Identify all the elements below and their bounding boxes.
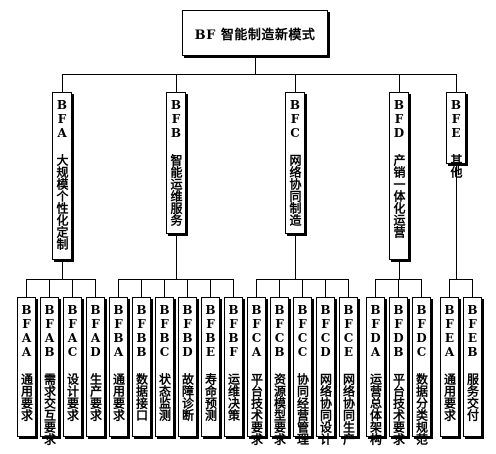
leaf-node: BFBD 故障诊断 (178, 297, 197, 437)
leaf-label: BFDC 数据分类规范 (414, 303, 429, 445)
leaf-label: BFBF 运维决策 (226, 303, 241, 421)
leaf-node: BFAD 生产要求 (86, 297, 105, 437)
leaf-label: BFDB 平台技术要求 (391, 303, 406, 445)
leaf-label: BFCE 网络协同生产 (341, 303, 356, 445)
leaf-label: BFEB 服务交付 (465, 303, 480, 421)
leaf-node: BFAC 设计要求 (63, 297, 82, 437)
connector-line (449, 279, 473, 280)
leaf-node: BFAA 通用要求 (17, 297, 36, 437)
connector-line (399, 74, 400, 92)
category-label: BFA 大规模个性化定制 (55, 98, 69, 250)
category-label: BFB 智能运维服务 (169, 98, 183, 226)
connector-line (164, 279, 165, 297)
category-label: BFE 其他 (449, 98, 463, 178)
leaf-label: BFCD 网络协同设计 (318, 303, 333, 445)
connector-line (72, 279, 73, 297)
connector-line (118, 279, 119, 297)
connector-line (187, 279, 188, 297)
connector-line (95, 279, 96, 297)
connector-line (456, 74, 457, 92)
leaf-node: BFCC 协同经营管理 (293, 297, 312, 445)
connector-line (295, 74, 296, 92)
leaf-node: BFDC 数据分类规范 (412, 297, 431, 445)
connector-line (176, 234, 177, 279)
connector-line (26, 279, 27, 297)
leaf-node: BFBC 状态监测 (155, 297, 174, 437)
leaf-node: BFCA 平台技术要求 (247, 297, 266, 445)
leaf-node: BFDB 平台技术要求 (389, 297, 408, 445)
connector-line (449, 279, 450, 297)
leaf-label: BFBC 状态监测 (157, 303, 172, 421)
leaf-node: BFDA 运营总体架构 (366, 297, 385, 445)
category-node: BFD 产销一体化运营 (389, 92, 409, 260)
category-node: BFE 其他 (446, 92, 466, 178)
leaf-node: BFBF 运维决策 (224, 297, 243, 437)
connector-line (295, 234, 296, 279)
connector-line (141, 279, 142, 297)
leaf-node: BFBE 寿命预测 (201, 297, 220, 437)
leaf-label: BFAB 需求交互要求 (42, 303, 57, 445)
leaf-label: BFAC 设计要求 (65, 303, 80, 421)
leaf-label: BFAA 通用要求 (19, 303, 34, 421)
leaf-label: BFCC 协同经营管理 (295, 303, 310, 445)
category-label: BFD 产销一体化运营 (392, 98, 406, 238)
leaf-label: BFBD 故障诊断 (180, 303, 195, 421)
connector-line (118, 279, 234, 280)
leaf-node: BFEA 通用要求 (440, 297, 459, 437)
connector-line (456, 164, 457, 279)
connector-line (325, 279, 326, 297)
leaf-label: BFEA 通用要求 (442, 303, 457, 421)
leaf-label: BFCA 平台技术要求 (249, 303, 264, 445)
category-label: BFC 网络协同制造 (288, 98, 302, 226)
category-node: BFB 智能运维服务 (166, 92, 186, 234)
leaf-node: BFCD 网络协同设计 (316, 297, 335, 445)
leaf-label: BFCB 资源模型要求 (272, 303, 287, 445)
connector-line (399, 260, 400, 279)
connector-line (256, 279, 257, 297)
connector-line (26, 279, 96, 280)
connector-line (62, 74, 457, 75)
connector-line (62, 74, 63, 92)
leaf-label: BFAD 生产要求 (88, 303, 103, 421)
connector-line (398, 279, 399, 297)
connector-line (176, 74, 177, 92)
root-label: BF 智能制造新模式 (194, 27, 316, 43)
leaf-node: BFEB 服务交付 (463, 297, 482, 437)
category-node: BFA 大规模个性化定制 (52, 92, 72, 260)
root-node: BF 智能制造新模式 (182, 10, 328, 56)
connector-line (255, 57, 256, 74)
leaf-node: BFCB 资源模型要求 (270, 297, 289, 445)
connector-line (210, 279, 211, 297)
category-node: BFC 网络协同制造 (285, 92, 305, 234)
connector-line (375, 279, 376, 297)
leaf-label: BFBE 寿命预测 (203, 303, 218, 421)
connector-line (348, 279, 349, 297)
leaf-node: BFCE 网络协同生产 (339, 297, 358, 445)
leaf-label: BFDA 运营总体架构 (368, 303, 383, 445)
connector-line (62, 260, 63, 279)
leaf-label: BFBA 通用要求 (111, 303, 126, 421)
connector-line (421, 279, 422, 297)
leaf-node: BFBB 数据接口 (132, 297, 151, 437)
connector-line (302, 279, 303, 297)
leaf-node: BFBA 通用要求 (109, 297, 128, 437)
leaf-label: BFBB 数据接口 (134, 303, 149, 421)
connector-line (279, 279, 280, 297)
leaf-node: BFAB 需求交互要求 (40, 297, 59, 445)
connector-line (472, 279, 473, 297)
connector-line (233, 279, 234, 297)
connector-line (49, 279, 50, 297)
